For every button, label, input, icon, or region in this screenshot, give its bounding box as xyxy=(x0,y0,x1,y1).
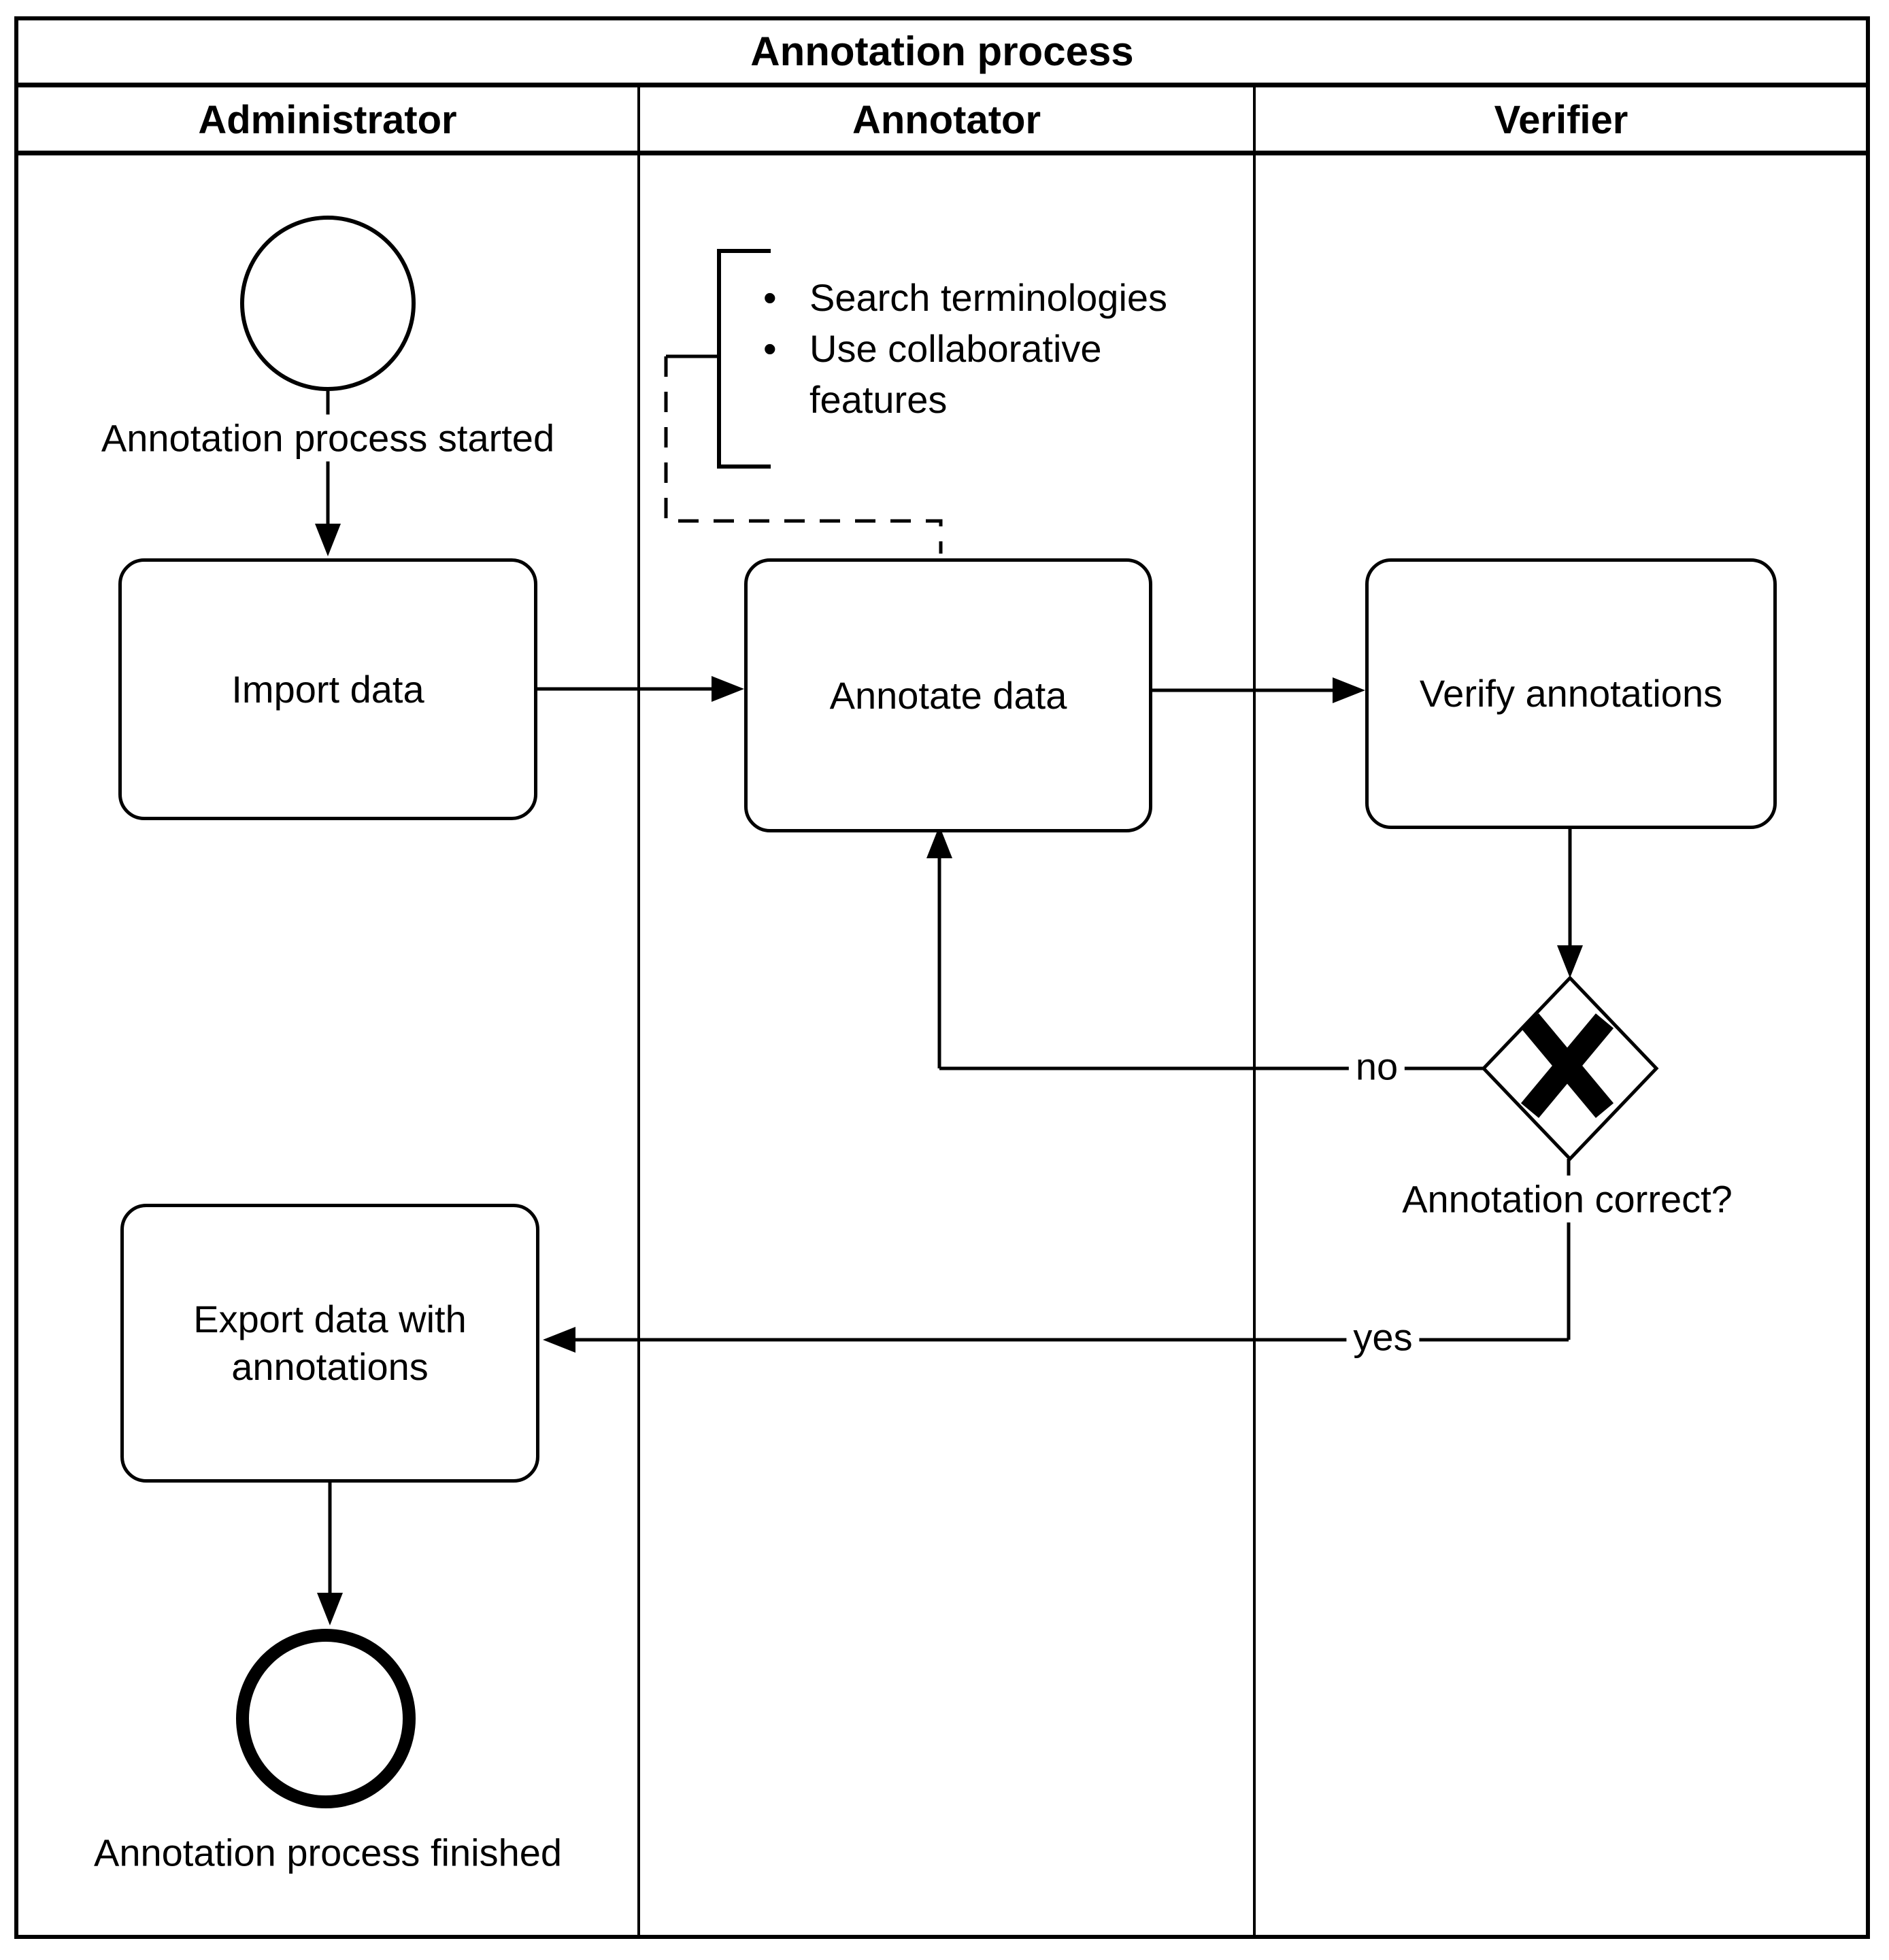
arrowhead-annotate-to-verify xyxy=(1333,677,1365,703)
arrowhead-verify-to-gateway xyxy=(1557,945,1583,978)
arrowhead-import-to-annotate xyxy=(712,676,744,702)
task-annotate-data: Annotate data xyxy=(744,558,1152,832)
yes-branch-label: yes xyxy=(1346,1313,1420,1361)
pool-title: Annotation process xyxy=(750,28,1134,74)
task-import-data-label: Import data xyxy=(231,667,424,711)
annotation-note: • Search terminologies • Use collaborati… xyxy=(763,272,1231,425)
task-export-data: Export data with annotations xyxy=(120,1204,539,1483)
task-import-data: Import data xyxy=(118,558,537,820)
arrowhead-export-to-end xyxy=(317,1593,343,1625)
task-annotate-data-label: Annotate data xyxy=(829,673,1067,717)
annotation-list-item: • Use collaborative features xyxy=(763,323,1231,425)
lane-header-verifier: Verifier xyxy=(1494,97,1628,142)
task-verify-annotations: Verify annotations xyxy=(1365,558,1777,829)
annotation-list-item: • Search terminologies xyxy=(763,272,1231,323)
no-branch-label: no xyxy=(1348,1043,1405,1090)
task-export-data-label: Export data with annotations xyxy=(193,1298,467,1388)
lane-header-administrator: Administrator xyxy=(198,97,457,142)
bullet-icon: • xyxy=(763,276,777,319)
bullet-icon: • xyxy=(763,327,777,370)
gateway-question-label: Annotation correct? xyxy=(1395,1175,1739,1223)
pool-border xyxy=(14,16,1870,1939)
end-event-circle xyxy=(236,1629,416,1808)
start-event-label: Annotation process started xyxy=(94,414,562,462)
arrowhead-no-to-annotate xyxy=(926,826,952,858)
association-dashed-line xyxy=(664,356,943,554)
start-event-circle xyxy=(240,216,416,391)
lane-header-annotator: Annotator xyxy=(852,97,1041,142)
end-event-label: Annotation process finished xyxy=(87,1829,569,1876)
annotation-bracket xyxy=(717,249,771,469)
arrowhead-yes-to-export xyxy=(543,1327,575,1353)
gateway-x-icon xyxy=(1520,1013,1614,1118)
task-verify-annotations-label: Verify annotations xyxy=(1419,672,1723,715)
arrowhead-start-to-import xyxy=(315,524,341,556)
